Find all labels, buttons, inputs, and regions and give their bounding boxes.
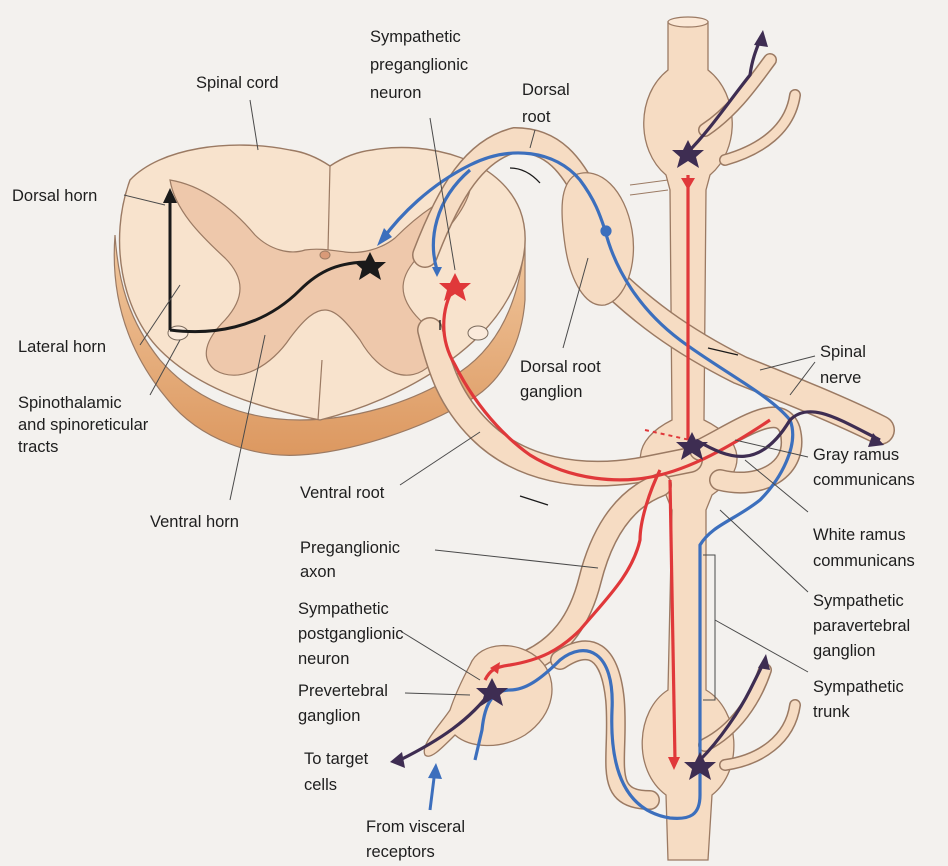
dorsal-root-ganglion [562, 173, 633, 305]
label-trunk: Sympathetic trunk [813, 678, 908, 721]
label-ventral-root: Ventral root [300, 484, 385, 502]
label-drg: Dorsal root ganglion [520, 358, 605, 401]
spinothalamic-tract-right [468, 326, 488, 340]
label-dorsal-root: Dorsal root [522, 81, 574, 126]
label-spinal-nerve: Spinal nerve [820, 343, 870, 387]
label-postgang: Sympathetic postganglionic neuron [298, 600, 408, 668]
central-canal [320, 251, 330, 259]
label-spinothalamic: Spinothalamic and spinoreticular tracts [18, 394, 153, 456]
label-visceral: From visceral receptors [366, 818, 470, 861]
label-prevertebral: Prevertebral ganglion [298, 682, 392, 725]
label-lateral-horn: Lateral horn [18, 338, 106, 356]
label-paravertebral: Sympathetic paravertebral ganglion [813, 592, 915, 660]
label-dorsal-horn: Dorsal horn [12, 187, 97, 205]
label-target: To target cells [304, 750, 373, 794]
label-symp-pre-neuron: Sympathetic preganglionic neuron [370, 28, 473, 102]
label-white-ramus: White ramus communicans [813, 526, 915, 570]
label-spinal-cord: Spinal cord [196, 74, 279, 92]
label-pre-axon: Preganglionic axon [300, 539, 405, 581]
label-ventral-horn: Ventral horn [150, 513, 239, 531]
label-gray-ramus: Gray ramus communicans [813, 446, 915, 489]
